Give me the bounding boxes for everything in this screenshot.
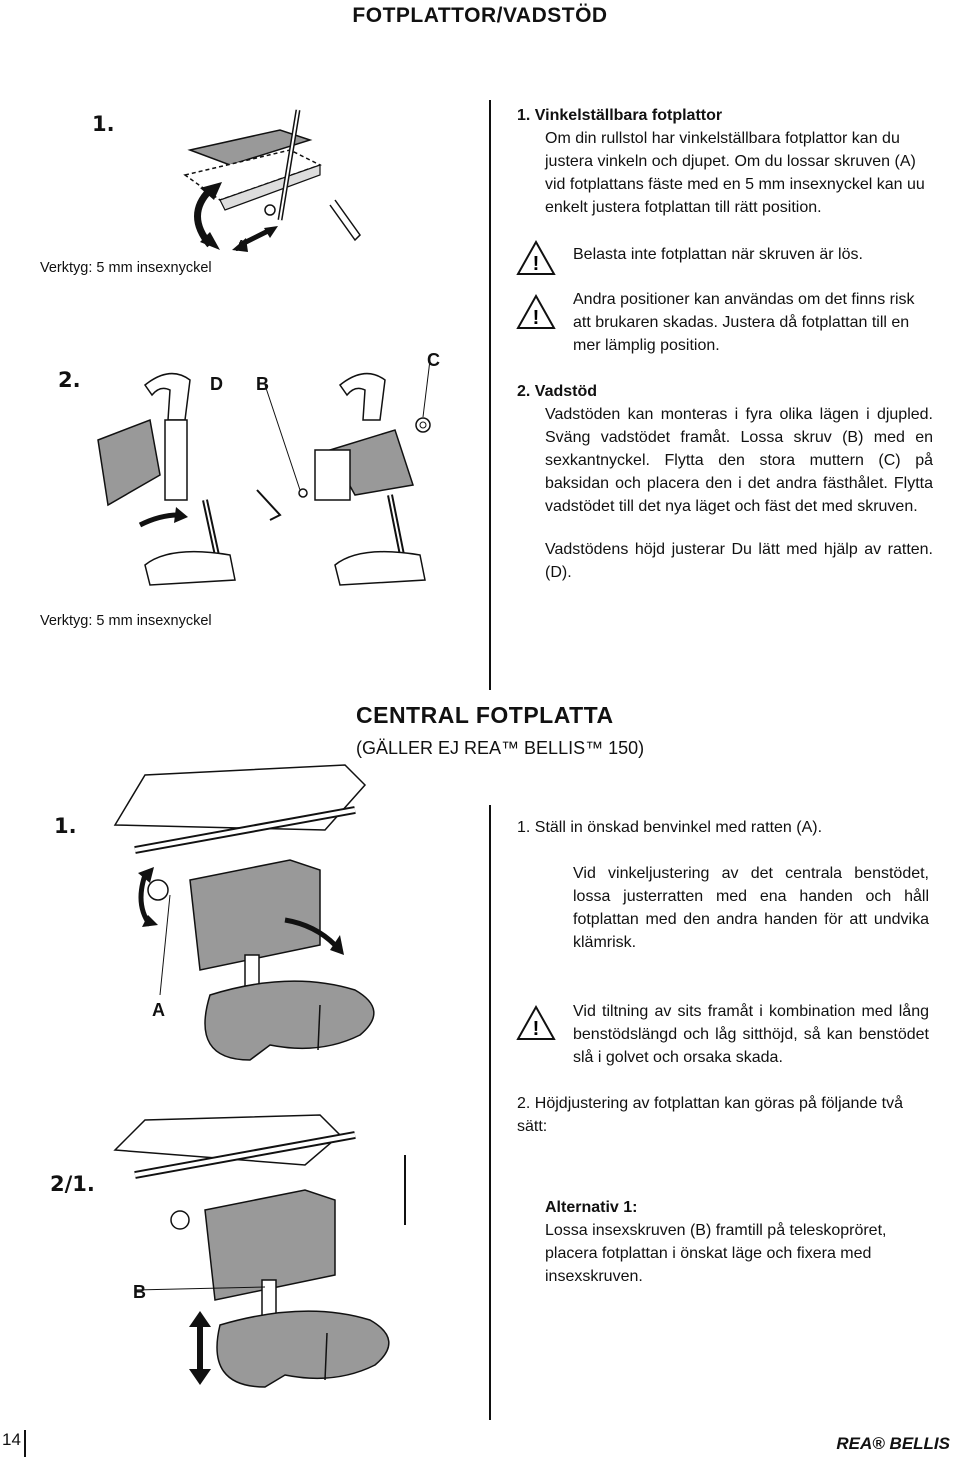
tool-note-2: Verktyg: 5 mm insexnyckel — [40, 613, 212, 629]
warning-2-text: Andra positioner kan användas om det fin… — [573, 291, 915, 354]
central-section-subtitle: (GÄLLER EJ REA™ BELLIS™ 150) — [356, 738, 645, 758]
svg-text:!: ! — [533, 1018, 540, 1040]
page-title: FOTPLATTOR/VADSTÖD — [352, 4, 608, 27]
warning-3-text: Vid tiltning av sits framåt i kombinatio… — [573, 1003, 929, 1066]
column-divider-top — [489, 100, 491, 690]
central-footplate-illustration-1 — [113, 764, 375, 1061]
brand-name: REA® BELLIS — [836, 1434, 950, 1453]
section-2-body: Vadstöden kan monteras i fyra olika läge… — [545, 406, 933, 515]
figure-number-2: 2. — [58, 368, 81, 392]
section-2-body-height: Vadstödens höjd justerar Du lätt med hjä… — [545, 541, 933, 581]
central-step-1: 1. Ställ in önskad benvinkel med ratten … — [517, 819, 823, 836]
warning-icon: ! — [516, 1004, 556, 1040]
figure-number-central-2: 2/1. — [50, 1172, 95, 1196]
tool-note-1: Verktyg: 5 mm insexnyckel — [40, 260, 212, 276]
warning-1-text: Belasta inte fotplattan när skruven är l… — [573, 246, 863, 263]
warning-icon: ! — [516, 293, 556, 329]
page-number: 14 — [0, 1430, 26, 1457]
central-section-title: CENTRAL FOTPLATTA — [356, 702, 614, 728]
label-a-central: A — [152, 1000, 165, 1020]
central-step-1-body: Vid vinkeljustering av det centrala bens… — [573, 865, 929, 951]
column-divider-bottom — [489, 805, 491, 1420]
svg-text:!: ! — [533, 253, 540, 275]
label-b-top: B — [256, 374, 269, 394]
figure-number-1: 1. — [92, 112, 115, 136]
alternative-1-heading: Alternativ 1: — [545, 1199, 638, 1216]
label-c: C — [427, 350, 440, 370]
warning-icon: ! — [516, 239, 556, 275]
section-2-block: 2. Vadstöd Vadstöden kan monteras i fyra… — [517, 380, 933, 584]
footplate-angle-illustration — [183, 109, 361, 252]
central-footplate-illustration-2 — [113, 1114, 406, 1388]
section-1-heading: 1. Vinkelställbara fotplattor — [517, 107, 723, 124]
central-step-2: 2. Höjdjustering av fotplattan kan göras… — [517, 1095, 904, 1135]
section-2-heading: 2. Vadstöd — [517, 383, 598, 400]
svg-text:!: ! — [533, 307, 540, 329]
label-b-central: B — [133, 1282, 146, 1302]
label-d: D — [210, 374, 223, 394]
calf-rest-illustration-right — [256, 359, 431, 586]
calf-rest-illustration-left — [97, 372, 236, 586]
section-1-body: Om din rullstol har vinkelställbara fotp… — [545, 130, 925, 216]
figure-number-central-1: 1. — [54, 814, 77, 838]
alternative-1-block: Alternativ 1: Lossa insexskruven (B) fra… — [545, 1196, 933, 1288]
alternative-1-body: Lossa insexskruven (B) framtill på teles… — [545, 1222, 887, 1285]
section-1-block: 1. Vinkelställbara fotplattor Om din rul… — [517, 104, 933, 219]
